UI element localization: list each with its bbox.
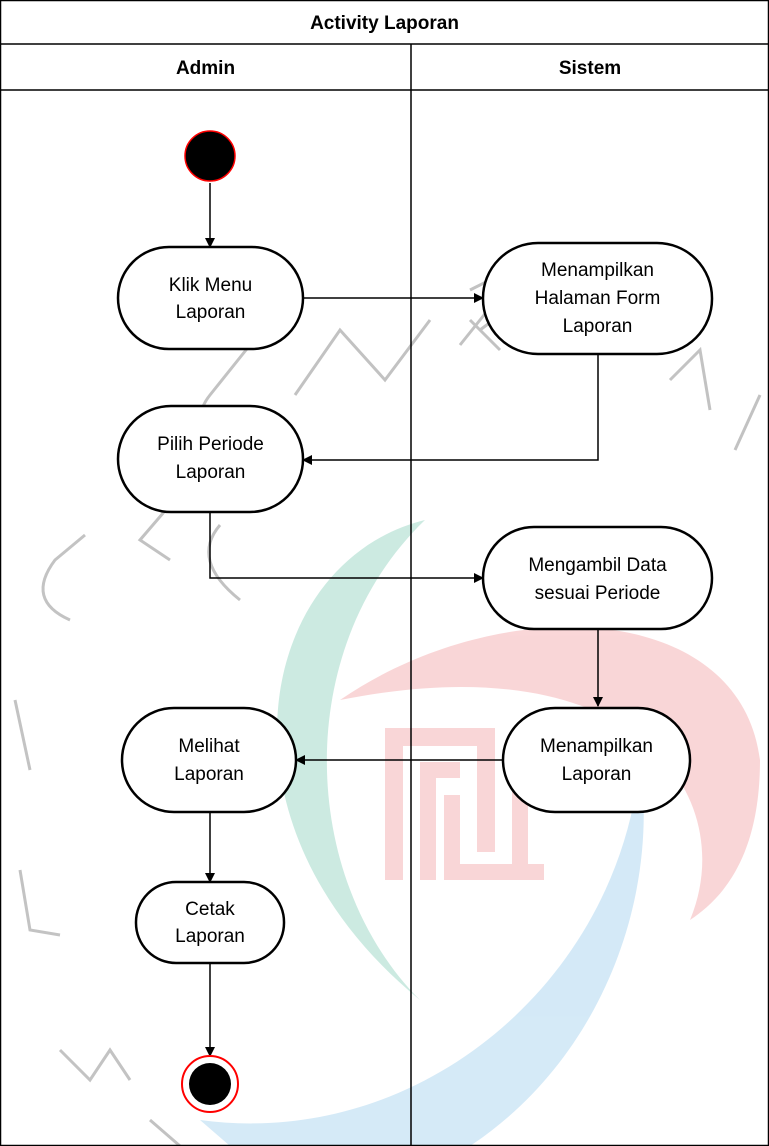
- lane-header-admin: Admin: [176, 58, 235, 79]
- action-label-line: Laporan: [174, 764, 244, 785]
- action-label-line: Pilih Periode: [157, 434, 264, 455]
- action-label-line: Mengambil Data: [528, 555, 667, 576]
- action-label-line: Laporan: [176, 302, 246, 323]
- action-label-line: Laporan: [563, 316, 633, 337]
- action-label-line: Menampilkan: [541, 260, 654, 281]
- action-ambil-data: Mengambil Data sesuai Periode: [481, 525, 714, 631]
- watermark-blue-arc: [200, 760, 644, 1146]
- initial-node: [184, 130, 236, 182]
- flow-tampil-form-to-pilih: [302, 354, 599, 465]
- watermark-green-arc: [277, 520, 425, 1000]
- action-label-line: Menampilkan: [540, 736, 653, 757]
- action-label-line: Laporan: [176, 462, 246, 483]
- watermark-red-arc: [340, 627, 760, 920]
- action-cetak: Cetak Laporan: [134, 880, 286, 965]
- action-label-line: Laporan: [175, 926, 245, 947]
- action-pilih-periode: Pilih Periode Laporan: [116, 404, 305, 514]
- action-label-line: Cetak: [185, 899, 235, 920]
- action-label-line: sesuai Periode: [535, 583, 661, 604]
- action-melihat: Melihat Laporan: [120, 706, 298, 814]
- action-label-line: Halaman Form: [535, 288, 661, 309]
- final-node: [181, 1055, 239, 1113]
- action-tampil-laporan: Menampilkan Laporan: [501, 706, 692, 814]
- action-label-line: Klik Menu: [169, 275, 252, 296]
- action-label-line: Melihat: [178, 736, 240, 757]
- pool-title: Activity Laporan: [310, 13, 459, 34]
- flows: [205, 183, 603, 1057]
- flow-pilih-to-ambil: [209, 512, 484, 583]
- action-klik-menu: Klik Menu Laporan: [116, 245, 305, 351]
- action-label-line: Laporan: [562, 764, 632, 785]
- lane-header-sistem: Sistem: [559, 58, 621, 79]
- action-tampil-form: Menampilkan Halaman Form Laporan: [481, 241, 714, 356]
